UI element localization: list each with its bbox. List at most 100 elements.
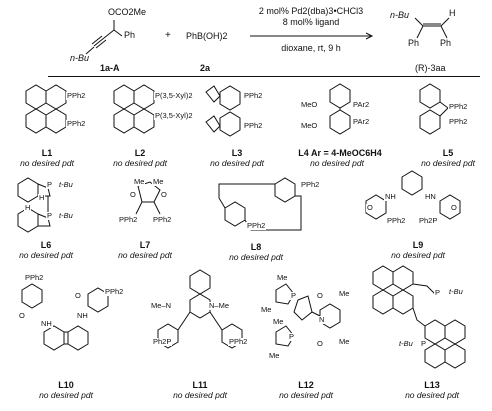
ligand-L4-group-3: PAr2 [352, 100, 371, 109]
ligand-L7-pph2-1: PPh2 [118, 215, 139, 224]
ligand-L3-structure [205, 85, 241, 137]
conditions-catalyst: 2 mol% Pd2(dba)3•CHCl3 [258, 6, 364, 16]
ligand-L9-ph2p: Ph2P [418, 216, 439, 225]
ligand-L9-o1: O [366, 203, 374, 212]
ligand-L8-result: no desired pdt [229, 252, 283, 262]
ligand-L12-result: no desired pdt [279, 390, 333, 400]
ligand-L6-p2: P [46, 211, 54, 220]
ligand-L12-me1: Me [276, 273, 289, 282]
ligand-L6-result: no desired pdt [19, 250, 73, 260]
ligand-L5-result: no desired pdt [421, 158, 475, 168]
ligand-L4-label: L4 Ar = 4-MeOC6H4 [298, 148, 382, 158]
ligand-L3-group-2: PPh2 [243, 121, 264, 130]
ligand-L6-p1: P [46, 180, 54, 189]
ligand-L9-label: L9 [412, 240, 424, 250]
ligand-L12-p2: P [288, 332, 296, 341]
ligand-L12-me2: Me [260, 305, 273, 314]
ligand-L2-label: L2 [134, 148, 146, 158]
ligand-L2-result: no desired pdt [113, 158, 167, 168]
ligand-L1-group-2: PPh2 [66, 119, 87, 128]
ligand-L13-result: no desired pdt [405, 390, 459, 400]
ligand-L7-structure [135, 181, 161, 215]
ligand-L11-structure [157, 269, 243, 349]
ligand-L6-tbu2: t-Bu [58, 211, 74, 220]
ligand-L9-result: no desired pdt [391, 250, 445, 260]
ligand-L2-structure [113, 84, 155, 134]
ligand-L6-h2: H [24, 203, 32, 212]
ligand-L1-label: L1 [41, 148, 53, 158]
ligand-L4-structure [329, 83, 351, 135]
ligand-L9-nh2: HN [424, 192, 437, 201]
ligand-L11-ph2p: Ph2P [152, 337, 173, 346]
ligand-L11-nme1: Me–N [150, 301, 173, 310]
reactant-1-carbonate: OCO2Me [108, 7, 147, 17]
ligand-L9-nh1: NH [384, 192, 397, 201]
scheme-divider [48, 76, 480, 77]
product-butyl: n-Bu [390, 10, 410, 20]
reactant-1-phenyl: Ph [124, 30, 136, 40]
ligand-L13-tbu2: t-Bu [398, 339, 414, 348]
ligand-L10-pph2-1: PPh2 [24, 273, 45, 282]
ligand-L11-result: no desired pdt [173, 390, 227, 400]
ligand-L10-label: L10 [58, 380, 74, 390]
ligand-L10-structure [21, 283, 109, 351]
ligand-L12-n: N [318, 315, 326, 324]
ligand-L10-result: no desired pdt [39, 390, 93, 400]
ligand-L11-label: L11 [192, 380, 208, 390]
ligand-L10-o1: O [18, 311, 26, 320]
ligand-L3-label: L3 [231, 148, 243, 158]
ligand-L5-structure [419, 83, 449, 135]
reactant-2-formula: PhB(OH)2 [186, 31, 228, 41]
ligand-L8-group-2: PPh2 [246, 221, 267, 230]
ligand-L13-label: L13 [424, 380, 440, 390]
ligand-L7-label: L7 [139, 240, 151, 250]
ligand-L7-o2: O [160, 190, 168, 199]
reactant-1-butyl: n-Bu [70, 53, 90, 63]
reactant-2-label: 2a [200, 63, 211, 73]
reaction-arrow [250, 32, 374, 40]
ligand-L5-group-2: PPh2 [448, 117, 469, 126]
product-hydrogen: H [449, 8, 456, 18]
ligand-L9-pph2: PPh2 [386, 216, 407, 225]
ligand-L3-group-1: PPh2 [243, 91, 264, 100]
ligand-L10-nh2: NH [76, 311, 89, 320]
ligand-L13-p2: P [420, 339, 428, 348]
ligand-L1-result: no desired pdt [20, 158, 74, 168]
ligand-L3-result: no desired pdt [210, 158, 264, 168]
ligand-L2-group-1: P(3,5-Xyl)2 [154, 91, 194, 100]
ligand-L9-structure [365, 170, 461, 220]
ligand-L1-group-1: PPh2 [66, 91, 87, 100]
reactant-1-structure [85, 20, 123, 55]
ligand-L4-group-4: PAr2 [352, 117, 371, 126]
ligand-L13-structure [372, 265, 466, 369]
product-phenyl-left: Ph [408, 38, 420, 48]
ligand-L12-label: L12 [298, 380, 314, 390]
ligand-L2-group-2: P(3,5-Xyl)2 [154, 111, 194, 120]
ligand-L13-p1: P [434, 288, 442, 297]
ligand-L7-o1: O [129, 190, 137, 199]
ligand-L10-nh1: NH [40, 319, 53, 328]
ligand-L7-pph2-2: PPh2 [152, 215, 173, 224]
ligand-L12-o2: O [316, 339, 324, 348]
ligand-L7-result: no desired pdt [118, 250, 172, 260]
ligand-L6-h1: H [38, 193, 46, 202]
ligand-L7-me2: Me [152, 177, 165, 186]
ligand-L13-tbu1: t-Bu [448, 287, 464, 296]
ligand-L10-o2: O [74, 291, 82, 300]
plus-sign: + [165, 30, 171, 41]
product-phenyl-right: Ph [440, 38, 452, 48]
conditions-ligand: 8 mol% ligand [282, 17, 340, 27]
ligand-L5-label: L5 [442, 148, 454, 158]
ligand-L12-me4: Me [268, 351, 281, 360]
ligand-L5-group-1: PPh2 [448, 102, 469, 111]
product-label: (R)-3aa [415, 63, 446, 73]
ligand-L4-group-1: MeO [300, 100, 319, 109]
ligand-L8-label: L8 [250, 242, 262, 252]
reactant-1-label: 1a-A [100, 63, 120, 73]
ligand-L8-group-1: PPh2 [300, 180, 321, 189]
ligand-L4-group-2: MeO [300, 121, 319, 130]
ligand-L11-nme2: N–Me [208, 301, 231, 310]
ligand-L4-result: no desired pdt [310, 158, 364, 168]
ligand-L10-pph2-2: PPh2 [104, 287, 125, 296]
